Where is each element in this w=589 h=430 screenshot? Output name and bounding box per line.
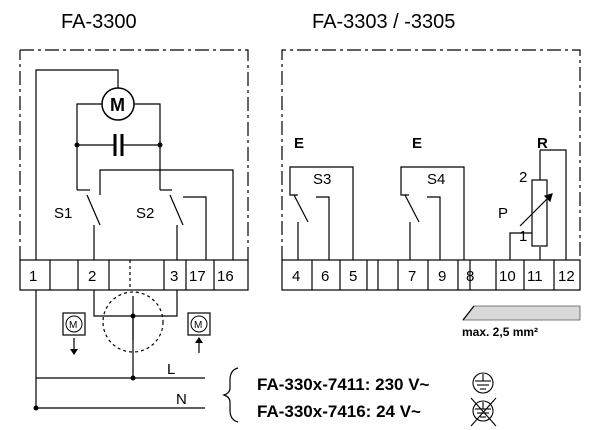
motor-up-icon: M [187, 312, 211, 353]
capacitor-icon [113, 134, 124, 156]
motor-up-label: M [194, 320, 202, 331]
title-fa3300: FA-3300 [61, 11, 137, 33]
group-label-e1: E [294, 135, 304, 152]
terminal-3: 3 [170, 268, 178, 285]
terminal-7: 7 [408, 268, 416, 285]
motor-down-icon: M [62, 312, 86, 355]
terminal-9: 9 [438, 268, 446, 285]
model-7411: FA-330x-7411: 230 V~ [257, 375, 430, 394]
external-motor-icon [102, 291, 164, 353]
switch-label-s3: S3 [313, 171, 331, 188]
terminal-4: 4 [292, 268, 300, 285]
title-fa3303: FA-3303 / -3305 [312, 11, 455, 33]
terminal-16: 16 [217, 268, 234, 285]
group-label-r: R [537, 135, 548, 152]
junction-dots-fa3300 [74, 142, 163, 148]
motor-icon: M [101, 87, 135, 121]
pot-label-2: 2 [519, 169, 527, 186]
line-label-l: L [167, 361, 175, 378]
fa3303-wiring [289, 149, 567, 260]
terminal-1: 1 [29, 268, 37, 285]
terminal-11: 11 [527, 268, 543, 285]
terminal-8: 8 [466, 268, 474, 285]
motor-label: M [110, 95, 125, 115]
housing-fa3300 [19, 49, 249, 260]
terminal-2: 2 [88, 268, 96, 285]
terminal-strip-fa3300 [19, 259, 249, 291]
brace-icon [222, 367, 239, 423]
terminal-6: 6 [321, 268, 329, 285]
terminal-5: 5 [349, 268, 357, 285]
terminal-10: 10 [499, 268, 516, 285]
motor-down-label: M [69, 320, 77, 331]
switch-label-s4: S4 [427, 171, 445, 188]
pot-label-1: 1 [519, 228, 527, 245]
terminal-17: 17 [189, 268, 206, 285]
terminal-12: 12 [558, 268, 575, 285]
no-ground-icon [470, 397, 497, 427]
terminal-strip-fa3303 [281, 259, 581, 291]
model-7416: FA-330x-7416: 24 V~ [257, 402, 421, 421]
housing-fa3303 [281, 49, 581, 260]
group-label-e2: E [412, 135, 422, 152]
junction-dots-external [33, 313, 136, 411]
earth-ground-icon [472, 372, 494, 394]
switch-label-s2: S2 [136, 205, 154, 222]
neutral-label-n: N [176, 391, 187, 408]
fa3300-wiring [35, 69, 234, 260]
wire-spec-label: max. 2,5 mm² [462, 325, 538, 339]
pot-label-p: P [498, 205, 508, 222]
potentiometer-icon [519, 150, 553, 247]
switch-label-s1: S1 [54, 205, 72, 222]
wire-gauge-icon [462, 305, 581, 321]
